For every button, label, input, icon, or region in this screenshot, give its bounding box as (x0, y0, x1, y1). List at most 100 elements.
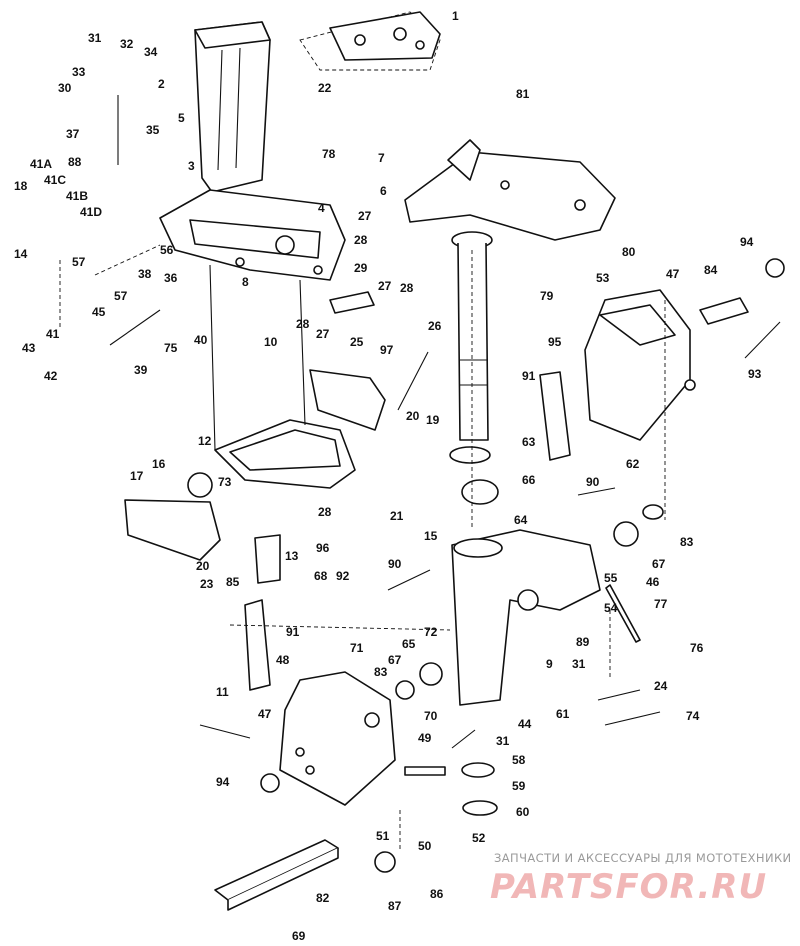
callout-94b: 94 (216, 775, 230, 789)
callout-41b: 41B (66, 189, 88, 203)
swivel-bracket-15 (451, 529, 601, 706)
callout-77: 77 (654, 597, 668, 611)
callout-30: 30 (58, 81, 72, 95)
callout-48: 48 (276, 653, 290, 667)
callout-41d: 41D (80, 205, 102, 219)
callout-53: 53 (596, 271, 610, 285)
callout-95: 95 (548, 335, 562, 349)
callout-28: 28 (354, 233, 368, 247)
callout-83b: 83 (374, 665, 388, 679)
callout-41c: 41C (44, 173, 66, 187)
callout-71: 71 (350, 641, 364, 655)
callout-42: 42 (44, 369, 58, 383)
callout-57b: 57 (72, 255, 86, 269)
callout-74: 74 (686, 709, 700, 723)
callout-28c: 28 (296, 317, 310, 331)
adapter-gasket-1 (299, 11, 441, 71)
callout-75: 75 (164, 341, 178, 355)
callout-34: 34 (144, 45, 158, 59)
cover-17 (124, 499, 221, 561)
callout-9: 9 (546, 657, 553, 671)
callout-49: 49 (418, 731, 432, 745)
callout-6: 6 (380, 184, 387, 198)
callout-18: 18 (14, 179, 28, 193)
callout-12: 12 (198, 434, 212, 448)
callout-73: 73 (218, 475, 232, 489)
callout-41: 41 (46, 327, 60, 341)
callout-89: 89 (576, 635, 590, 649)
callout-56: 56 (160, 243, 174, 257)
callout-67b: 67 (388, 653, 402, 667)
callout-25: 25 (350, 335, 364, 349)
callout-16: 16 (152, 457, 166, 471)
callout-85: 85 (226, 575, 240, 589)
callout-57: 57 (114, 289, 128, 303)
transom-plate-82 (214, 839, 339, 911)
callout-33: 33 (72, 65, 86, 79)
callout-32: 32 (120, 37, 134, 51)
callout-54: 54 (604, 601, 618, 615)
watermark-logo: PARTSFOR.RU (490, 867, 767, 907)
callout-4: 4 (318, 201, 325, 215)
callout-19: 19 (426, 413, 440, 427)
callout-66: 66 (522, 473, 536, 487)
callout-51: 51 (376, 829, 390, 843)
callout-36: 36 (164, 271, 178, 285)
callout-61: 61 (556, 707, 570, 721)
callout-72: 72 (424, 625, 438, 639)
callout-labels: 1 2 3 4 5 6 7 8 9 10 11 12 13 14 15 16 1… (14, 9, 762, 943)
callout-55: 55 (604, 571, 618, 585)
callout-39: 39 (134, 363, 148, 377)
callout-7: 7 (378, 151, 385, 165)
cover-25 (309, 369, 386, 431)
callout-3: 3 (188, 159, 195, 173)
small-parts (187, 258, 785, 873)
callout-68: 68 (314, 569, 328, 583)
callout-76: 76 (690, 641, 704, 655)
callout-90b: 90 (388, 557, 402, 571)
callout-45: 45 (92, 305, 106, 319)
callout-52: 52 (472, 831, 486, 845)
callout-44: 44 (518, 717, 532, 731)
callout-60: 60 (516, 805, 530, 819)
callout-23: 23 (200, 577, 214, 591)
watermark-tagline: ЗАПЧАСТИ И АКСЕССУАРЫ ДЛЯ МОТОТЕХНИКИ (494, 851, 792, 865)
callout-65: 65 (402, 637, 416, 651)
top-plate-3 (159, 189, 346, 281)
callout-2: 2 (158, 77, 165, 91)
callout-90: 90 (586, 475, 600, 489)
stern-bracket-48 (279, 671, 396, 806)
callout-10: 10 (264, 335, 278, 349)
callout-64: 64 (514, 513, 528, 527)
callout-1: 1 (452, 9, 459, 23)
callout-58: 58 (512, 753, 526, 767)
callout-78: 78 (322, 147, 336, 161)
callout-50: 50 (418, 839, 432, 853)
callout-27b: 27 (378, 279, 392, 293)
callout-27c: 27 (316, 327, 330, 341)
callout-41a: 41A (30, 157, 52, 171)
callout-87: 87 (388, 899, 402, 913)
callout-31c: 31 (572, 657, 586, 671)
exhaust-housing-12 (209, 264, 356, 489)
callout-80: 80 (622, 245, 636, 259)
alignment-lines (59, 244, 666, 850)
callout-38: 38 (138, 267, 152, 281)
callout-70: 70 (424, 709, 438, 723)
callout-59: 59 (512, 779, 526, 793)
callout-26: 26 (428, 319, 442, 333)
callout-93: 93 (748, 367, 762, 381)
callout-96: 96 (316, 541, 330, 555)
exhaust-tube-5 (194, 21, 271, 193)
callout-28b: 28 (400, 281, 414, 295)
callout-62: 62 (626, 457, 640, 471)
swivel-tube-79 (451, 231, 493, 441)
steering-bracket-80 (404, 139, 616, 241)
callout-97: 97 (380, 343, 394, 357)
callout-27: 27 (358, 209, 372, 223)
callout-91b: 91 (286, 625, 300, 639)
callout-8: 8 (242, 275, 249, 289)
callout-46: 46 (646, 575, 660, 589)
callout-84: 84 (704, 263, 718, 277)
